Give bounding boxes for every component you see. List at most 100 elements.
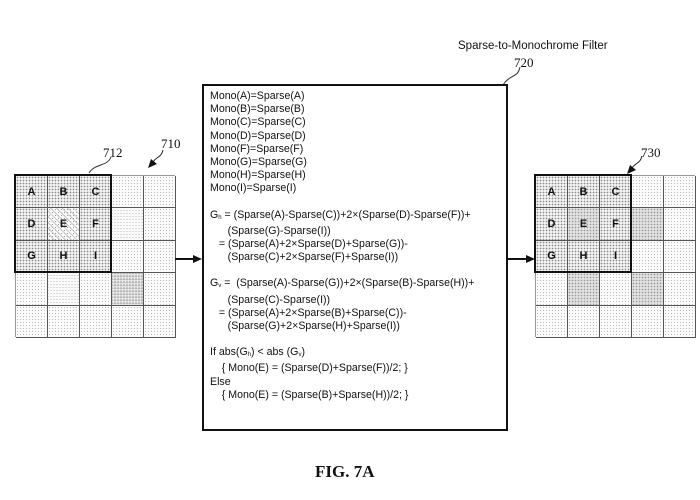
pixel-r4c0: [536, 305, 568, 338]
pixel-r3c3: [112, 273, 144, 306]
pixel-r3c0: [536, 273, 568, 306]
ref-label-712: 712: [103, 145, 123, 160]
else-line: { Mono(E) = (Sparse(B)+Sparse(H))/2; }: [210, 388, 409, 401]
gv-subscript: v: [218, 283, 222, 290]
pixel-r3c0: [16, 273, 48, 306]
pixel-r4c1: [48, 305, 80, 338]
gv-line-2: = (Sparse(A)+2×Sparse(B)+Sparse(C))-: [210, 306, 407, 319]
pixel-r0c3: [112, 176, 144, 209]
pixel-r0c4: [664, 176, 696, 209]
assignment-line: Mono(D)=Sparse(D): [210, 129, 306, 142]
pixel-r1c4: [144, 208, 176, 241]
else-label: Else: [210, 375, 231, 388]
pixel-B: B: [48, 176, 80, 209]
pixel-D: D: [16, 208, 48, 241]
pixel-F: F: [80, 208, 112, 241]
figure-caption: FIG. 7A: [315, 462, 375, 481]
pixel-r3c3: [632, 273, 664, 306]
gv-line-0: Gv = (Sparse(A)-Sparse(G))+2×(Sparse(B)-…: [210, 277, 506, 293]
pixel-r2c4: [144, 240, 176, 274]
pixel-A: A: [536, 176, 568, 209]
gv-expression: = (Sparse(A)-Sparse(G))+2×(Sparse(B)-Spa…: [221, 277, 475, 290]
pixel-r3c4: [144, 273, 176, 306]
leader-arrow-730: [627, 155, 643, 174]
assignment-line: Mono(A)=Sparse(A): [210, 90, 305, 102]
gv-line-3: (Sparse(G)+2×Sparse(H)+Sparse(I)): [210, 320, 400, 333]
pixel-r3c1: [568, 273, 600, 306]
gv-line-1: (Sparse(C)-Sparse(I)): [210, 293, 331, 306]
arrow-input-to-filter: [175, 258, 195, 260]
pixel-r3c2: [80, 273, 112, 306]
pixel-E: E: [48, 208, 80, 241]
arrowhead-filter-to-output: [526, 255, 535, 263]
gh-line-3: (Sparse(C)+2×Sparse(F)+Sparse(I)): [210, 251, 399, 264]
assignment-line: Mono(C)=Sparse(C): [210, 116, 306, 129]
pixel-I: I: [80, 240, 112, 274]
pixel-C: C: [600, 176, 632, 209]
pixel-r0c4: [144, 176, 176, 209]
condition-block: If abs(Gh) < abs (Gv) { Mono(E) = (Spars…: [210, 346, 506, 402]
pixel-r0c3: [632, 176, 664, 209]
pixel-G: G: [536, 240, 568, 274]
pixel-r3c2: [600, 273, 632, 306]
gh-line-0: Gh = (Sparse(A)-Sparse(C))+2×(Sparse(D)-…: [210, 209, 506, 225]
if-sub-h: h: [247, 352, 252, 359]
pixel-r1c3: [632, 208, 664, 241]
pixel-H: H: [48, 240, 80, 274]
if-prefix: If abs(G: [210, 346, 248, 359]
leader-arrow-710: [148, 149, 164, 168]
filter-title: Sparse-to-Monochrome Filter: [458, 40, 608, 52]
pixel-r2c4: [664, 240, 696, 274]
if-mid: ) < abs (G: [251, 346, 299, 359]
pixel-A: A: [16, 176, 48, 209]
pixel-r4c0: [16, 305, 48, 338]
gh-subscript: h: [218, 214, 222, 221]
if-sub-v: v: [298, 352, 302, 359]
pixel-r2c3: [632, 240, 664, 274]
pixel-B: B: [568, 176, 600, 209]
ref-label-710: 710: [161, 136, 181, 151]
gradient-vertical-block: Gv = (Sparse(A)-Sparse(G))+2×(Sparse(B)-…: [210, 277, 506, 333]
arrowhead-730: [627, 165, 636, 174]
assignment-line: Mono(I)=Sparse(I): [210, 182, 297, 195]
assignment-list: Mono(A)=Sparse(A)Mono(B)=Sparse(B)Mono(C…: [210, 90, 506, 196]
assignment-line: Mono(G)=Sparse(G): [210, 156, 307, 169]
arrowhead-710: [148, 159, 157, 168]
pixel-D: D: [536, 208, 568, 241]
pixel-I: I: [600, 240, 632, 274]
pixel-E: E: [568, 208, 600, 241]
leader-line-712: [88, 156, 112, 174]
gh-symbol: G: [210, 208, 219, 221]
pixel-r4c3: [112, 305, 144, 338]
then-line: { Mono(E) = (Sparse(D)+Sparse(F))/2; }: [210, 362, 408, 375]
assignment-line: Mono(H)=Sparse(H): [210, 169, 306, 182]
gradient-horizontal-block: Gh = (Sparse(A)-Sparse(C))+2×(Sparse(D)-…: [210, 209, 506, 265]
ref-label-720: 720: [514, 55, 534, 70]
pixel-G: G: [16, 240, 48, 274]
assignment-line: Mono(B)=Sparse(B): [210, 103, 305, 116]
pixel-r4c3: [632, 305, 664, 338]
pixel-r4c2: [80, 305, 112, 338]
pixel-r1c3: [112, 208, 144, 241]
pixel-r2c3: [112, 240, 144, 274]
pixel-r4c4: [144, 305, 176, 338]
pixel-r4c1: [568, 305, 600, 338]
gh-line-1: (Sparse(G)-Sparse(I)): [210, 224, 331, 237]
pixel-r4c2: [600, 305, 632, 338]
pixel-r3c4: [664, 273, 696, 306]
sparse-to-monochrome-filter-box: Mono(A)=Sparse(A)Mono(B)=Sparse(B)Mono(C…: [202, 84, 508, 431]
if-line: If abs(Gh) < abs (Gv): [210, 346, 506, 362]
leader-line-720: [502, 66, 521, 86]
pixel-r1c4: [664, 208, 696, 241]
arrowhead-input-to-filter: [193, 255, 202, 263]
pixel-r4c4: [664, 305, 696, 338]
gh-expression: = (Sparse(A)-Sparse(C))+2×(Sparse(D)-Spa…: [221, 208, 471, 221]
arrow-filter-to-output: [508, 258, 527, 260]
pixel-r3c1: [48, 273, 80, 306]
assignment-line: Mono(F)=Sparse(F): [210, 142, 304, 155]
ref-label-730: 730: [641, 145, 661, 160]
pixel-C: C: [80, 176, 112, 209]
if-suffix: ): [301, 346, 305, 359]
